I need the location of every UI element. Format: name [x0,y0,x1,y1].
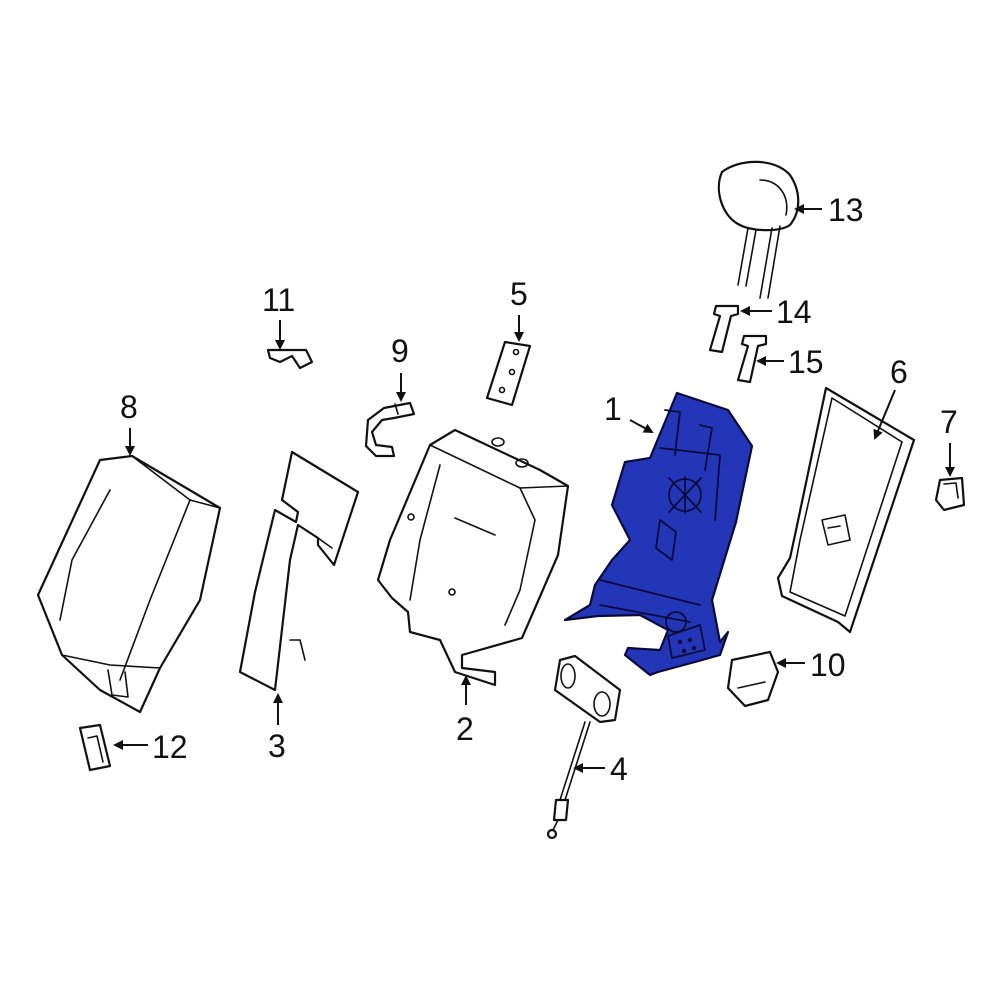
part-2-back-frame[interactable] [376,428,570,687]
part-13-headrest[interactable] [717,160,800,299]
callout-8: 8 [120,389,138,425]
callout-12: 12 [152,729,188,765]
callout-3: 3 [268,728,286,764]
callout-2: 2 [456,711,474,747]
part-4-release-handle[interactable] [546,654,622,840]
part-3-pad[interactable] [238,450,360,692]
callout-5: 5 [510,276,528,312]
leader-6 [873,389,896,440]
part-9-connector[interactable] [364,401,416,458]
part-15-guide[interactable] [736,334,768,384]
callout-15: 15 [788,344,824,380]
callout-1: 1 [604,391,622,427]
part-14-guide[interactable] [708,304,740,354]
callout-10: 10 [810,647,846,683]
part-7-clip[interactable] [934,476,966,512]
callout-4: 4 [610,751,628,787]
callout-9: 9 [391,333,409,369]
callout-6: 6 [890,354,908,390]
part-10-cover[interactable] [726,650,780,708]
part-12-bracket[interactable] [78,723,112,772]
part-11-clip[interactable] [266,348,314,370]
callout-11: 11 [262,282,295,318]
callout-7: 7 [940,404,958,440]
leader-1 [629,419,654,433]
part-5-hinge-plate[interactable] [485,340,532,407]
part-8-seat-back-cover[interactable] [36,454,222,714]
callout-13: 13 [828,192,864,228]
part-6-panel[interactable] [776,386,916,634]
part-1-seat-frame[interactable] [563,391,754,677]
callout-14: 14 [776,294,812,330]
